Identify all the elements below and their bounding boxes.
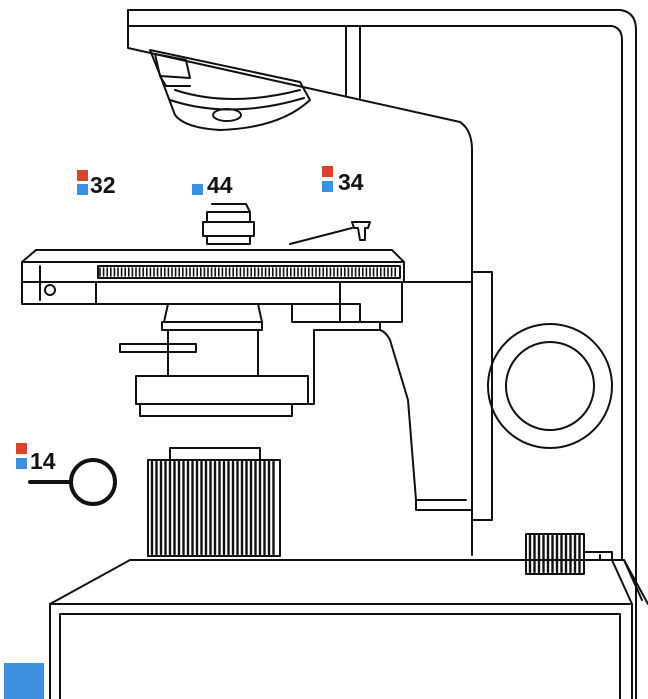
magnifier-icon	[28, 458, 117, 506]
marker-32-red	[77, 170, 88, 181]
nosepiece	[149, 49, 311, 131]
microscope-base	[49, 559, 648, 699]
marker-14-blue	[16, 458, 27, 469]
microscope-stage	[21, 249, 473, 323]
focus-knob	[487, 323, 613, 449]
slide-clip	[289, 221, 371, 245]
marker-34-red	[322, 166, 333, 177]
label-32: 32	[90, 172, 116, 198]
label-14: 14	[30, 448, 56, 474]
condenser-top-lens	[202, 203, 255, 245]
marker-34-blue	[322, 181, 333, 192]
label-34: 34	[338, 169, 364, 195]
marker-32-blue	[77, 184, 88, 195]
field-diaphragm-ring	[147, 447, 281, 557]
label-44: 44	[207, 172, 233, 198]
marker-44-blue	[192, 184, 203, 195]
marker-14-red	[16, 443, 27, 454]
microscope-stand	[127, 9, 637, 699]
small-knob	[525, 533, 613, 575]
corner-marker-blue	[4, 663, 44, 699]
condenser	[119, 303, 473, 511]
